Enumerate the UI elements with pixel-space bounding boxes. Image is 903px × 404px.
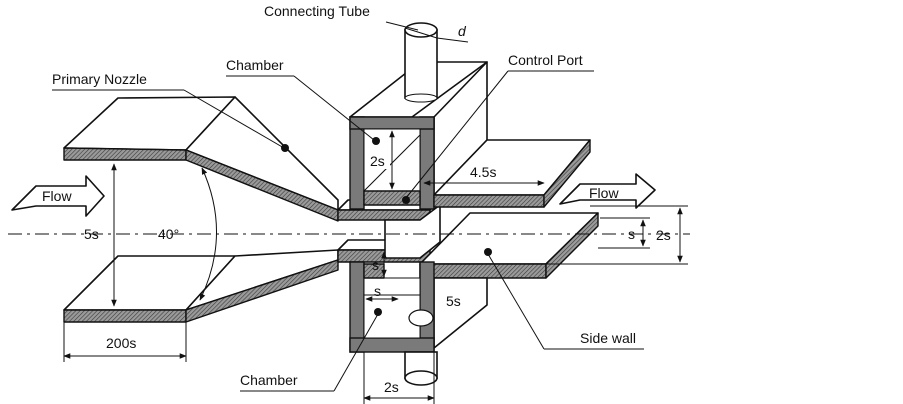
dim-2s-right-label: 2s [656,227,671,243]
leader-control-port-b [405,70,509,199]
dim-d-label: d [458,23,467,39]
leader-chamber-bottom-b [333,313,379,392]
flow-arrow-inlet: Flow [11,175,105,217]
leader-connecting-tube [385,21,419,31]
dim-4-5s-label: 4.5s [470,164,496,180]
flow-inlet-label: Flow [42,188,72,204]
leader-primary-nozzle-b [183,89,285,149]
dim-port-s-label: s [372,257,379,273]
flow-outlet-label: Flow [589,185,619,201]
lower-tube [404,351,438,386]
label-side-wall: Side wall [580,330,636,346]
dim-angle-label: 40° [158,226,179,242]
dim-chamber-2s-label: 2s [370,153,385,169]
connecting-tube [404,22,438,103]
marker-primary-nozzle [281,144,289,152]
label-control-port: Control Port [508,52,583,68]
dim-200s-label: 200s [106,335,136,351]
label-primary-nozzle: Primary Nozzle [52,71,147,87]
right-lower-plate [419,212,599,279]
leader-side-wall-b [487,253,545,350]
marker-control-port [402,196,410,204]
nozzle-lower-plate [63,249,339,323]
marker-side-wall [484,248,492,256]
dim-lower-5s-label: 5s [446,293,461,309]
label-connecting-tube: Connecting Tube [264,3,370,19]
leader-chamber-top-b [293,75,375,141]
dim-bottom-2s-label: 2s [384,379,399,395]
nozzle-upper-plate [63,96,339,222]
dim-lower-s-label: s [374,283,381,299]
label-chamber-top: Chamber [226,57,284,73]
marker-chamber-top [372,137,380,145]
marker-chamber-bottom [374,308,382,316]
dim-5s-label: 5s [84,226,99,242]
dim-s-label: s [628,226,635,242]
dim-d-line [404,27,438,39]
dim-angle-arc [199,167,217,301]
dim-d-leader [436,37,469,43]
flow-arrow-outlet: Flow [559,173,656,209]
label-chamber-bottom: Chamber [240,372,298,388]
